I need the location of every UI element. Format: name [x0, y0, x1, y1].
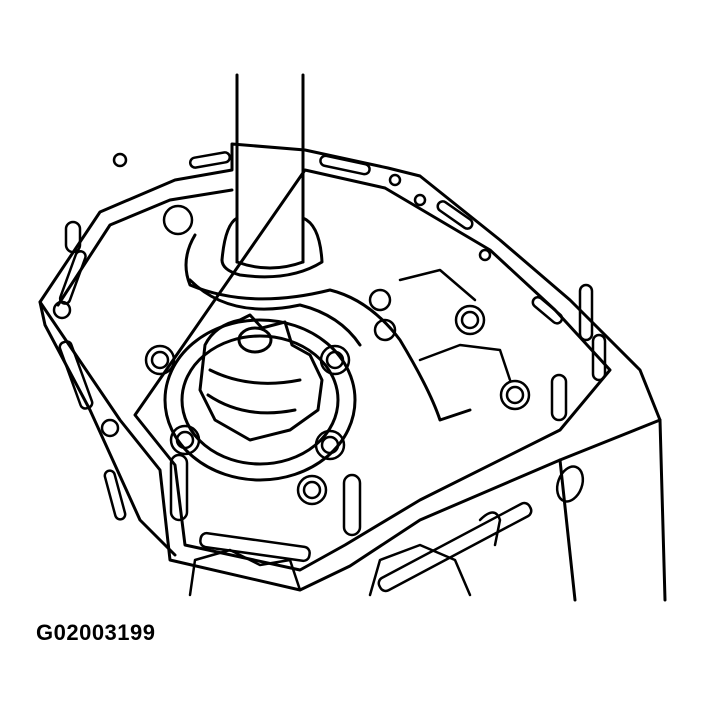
case-flange: [40, 144, 665, 600]
bolts: [146, 306, 529, 504]
lower-housing: [190, 270, 510, 595]
studs: [66, 222, 605, 535]
shaft-boss: [186, 218, 470, 420]
shaft-tool: [237, 75, 303, 268]
bearing-assembly: [165, 315, 355, 480]
flange-slots: [58, 152, 564, 593]
flange-holes: [54, 154, 587, 505]
figure-caption: G02003199: [36, 620, 156, 645]
